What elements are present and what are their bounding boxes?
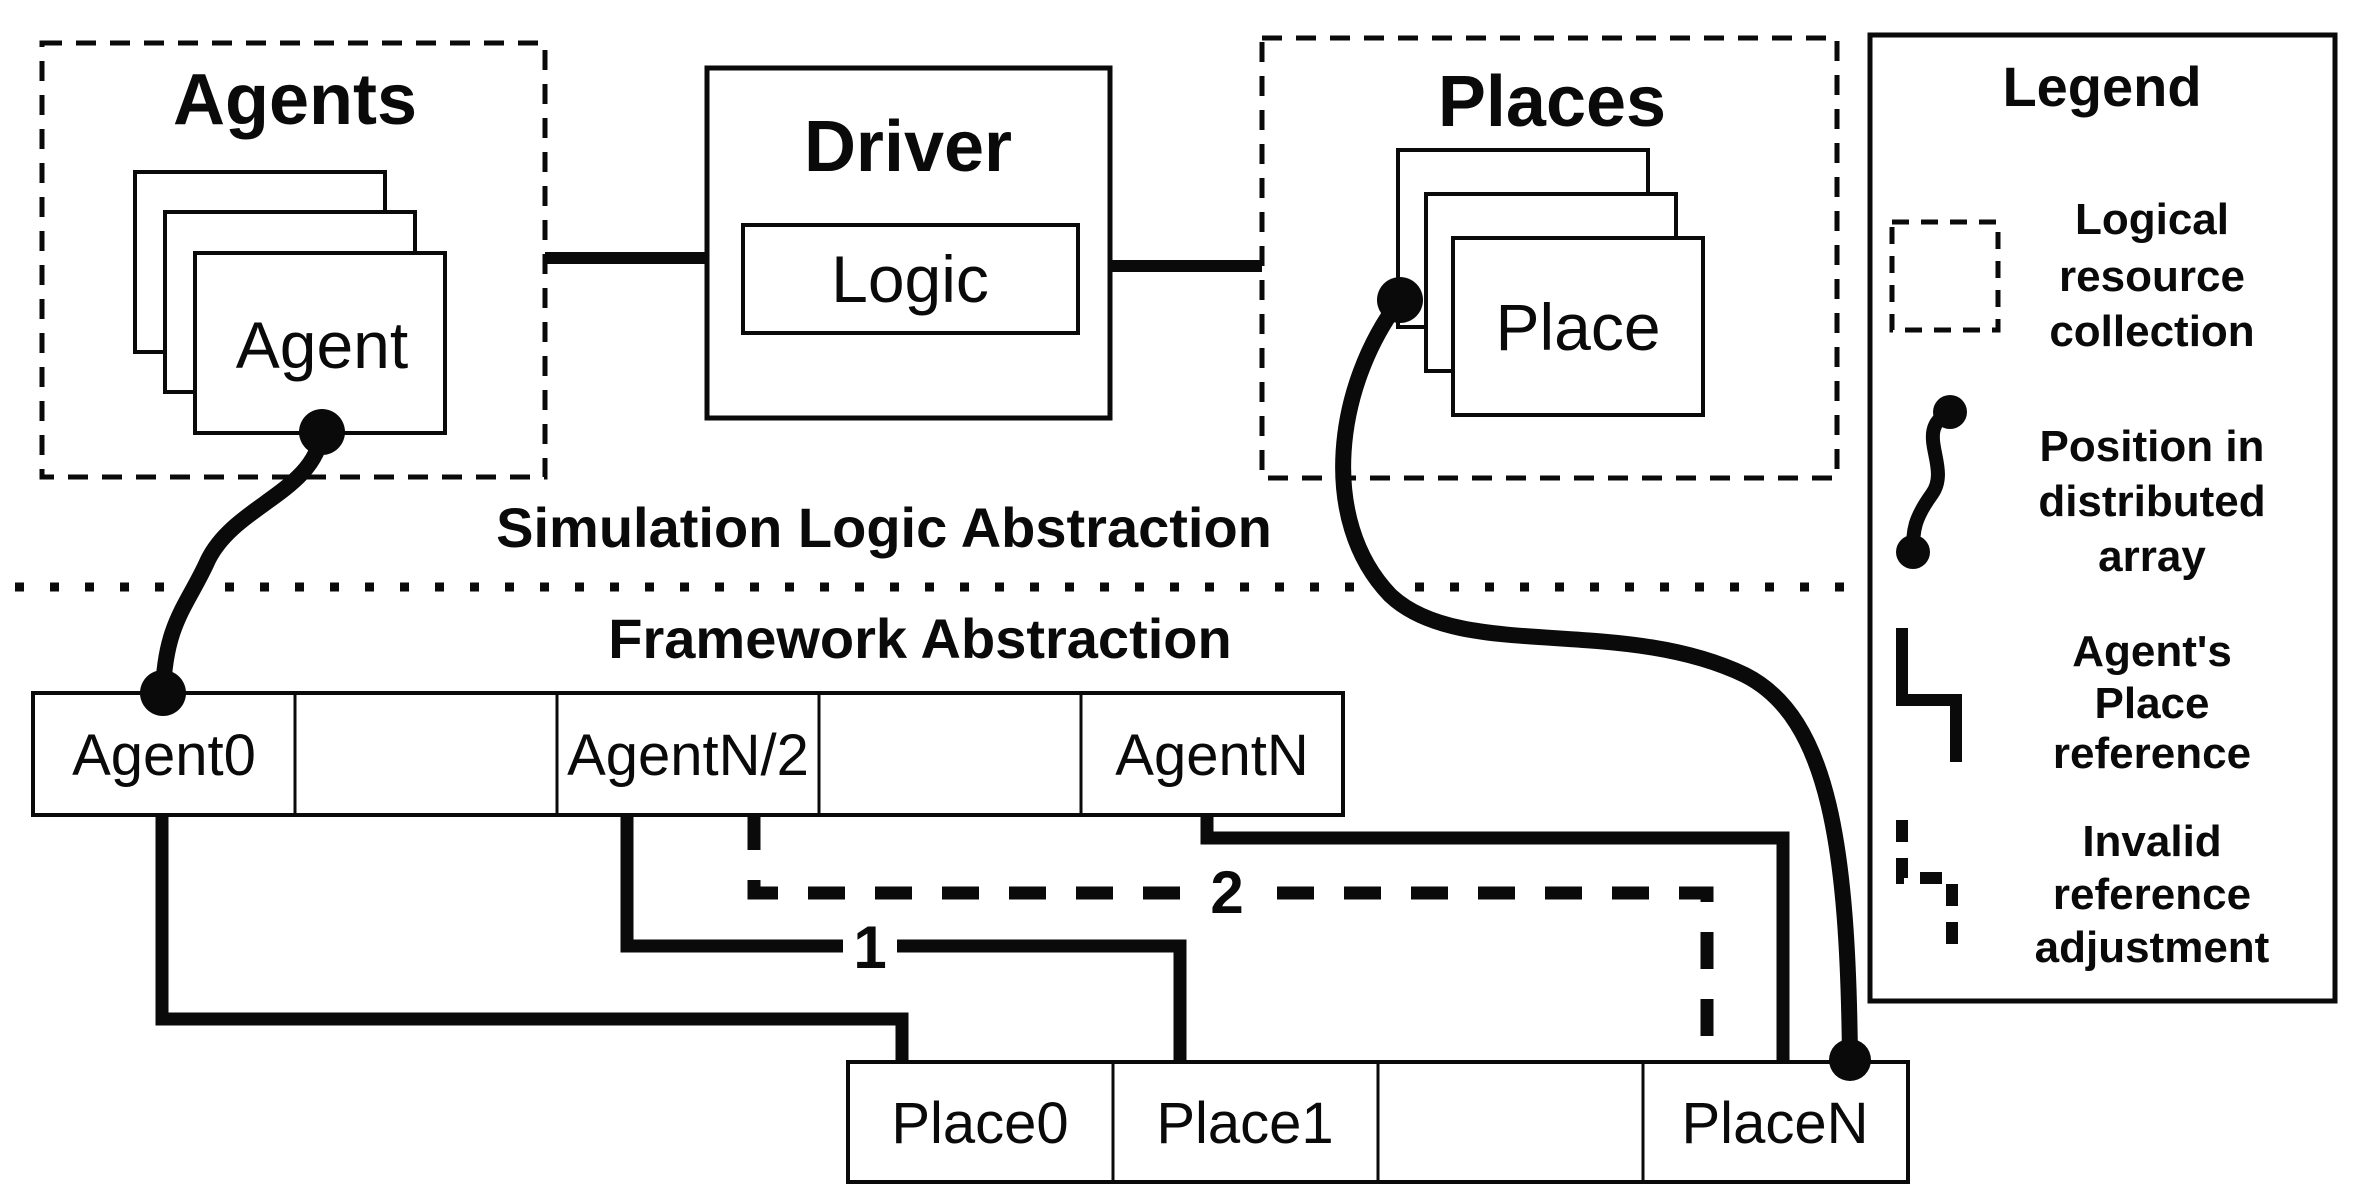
agent-card-label: Agent bbox=[236, 308, 408, 382]
legend-entry-logical-resource-collection: Logical resource collection bbox=[1889, 195, 2255, 356]
legend-entry-label: Logical bbox=[2075, 195, 2229, 244]
upper-layer-title: Simulation Logic Abstraction bbox=[496, 496, 1272, 559]
reference-step-1-label: 1 bbox=[853, 914, 886, 981]
legend-entry-label: Place bbox=[2095, 679, 2210, 728]
place-array-cell-placen: PlaceN bbox=[1682, 1091, 1869, 1156]
agent-to-agent0-curve bbox=[155, 424, 330, 701]
legend-entry-invalid-reference-adjustment: Invalid reference adjustment bbox=[1896, 817, 2270, 972]
legend-entry-label: collection bbox=[2049, 307, 2254, 356]
legend-entry-label: Invalid bbox=[2082, 817, 2221, 866]
agent-array-cell-agentn: AgentN bbox=[1115, 723, 1308, 788]
legend-entry-agents-place-reference: Agent's Place reference bbox=[1896, 627, 2251, 778]
lower-layer-title: Framework Abstraction bbox=[608, 607, 1231, 670]
agentn-place-reference-line bbox=[1200, 813, 1790, 1070]
array-position-curves bbox=[140, 277, 1871, 1081]
agent-array-cell-agentn2: AgentN/2 bbox=[567, 723, 809, 788]
place-card-label: Place bbox=[1495, 290, 1660, 364]
places-collection-boundary bbox=[1259, 35, 1840, 481]
place-card-anchor-dot bbox=[1377, 277, 1423, 323]
legend-entry-label: Agent's bbox=[2072, 627, 2232, 676]
invalid-reference-icon bbox=[1896, 820, 1958, 958]
logic-label: Logic bbox=[831, 242, 989, 316]
agent0-place-reference-line bbox=[155, 813, 909, 1070]
agents-collection: Agents Agent bbox=[39, 40, 548, 480]
position-curve-icon-dot-bottom bbox=[1896, 535, 1930, 569]
places-collection: Places Place bbox=[1259, 35, 1840, 481]
place-reference-icon bbox=[1896, 628, 1962, 762]
placen-anchor-dot bbox=[1829, 1039, 1871, 1081]
abstraction-layers: Simulation Logic Abstraction Framework A… bbox=[15, 496, 1852, 670]
place-array-cell-place0: Place0 bbox=[891, 1091, 1068, 1156]
driver-title: Driver bbox=[804, 107, 1012, 187]
place-card-front bbox=[1451, 236, 1705, 417]
position-curve-icon-dot-top bbox=[1933, 395, 1967, 429]
legend-entry-position-in-distributed-array: Position in distributed array bbox=[1896, 395, 2266, 581]
places-collection-title: Places bbox=[1438, 62, 1666, 142]
agent-card-anchor-dot bbox=[299, 409, 345, 455]
label-2-mask bbox=[1200, 852, 1254, 934]
place-array: Place0 Place1 PlaceN bbox=[846, 1060, 1910, 1184]
position-curve-icon bbox=[1906, 405, 1957, 559]
legend-entry-label: Position in bbox=[2040, 422, 2265, 471]
legend-entry-label: adjustment bbox=[2035, 923, 2270, 972]
driver-box: Driver Logic bbox=[545, 65, 1262, 421]
legend: Legend Logical resource collection Posit… bbox=[1867, 32, 2338, 1004]
place-array-cell-place1: Place1 bbox=[1156, 1091, 1333, 1156]
place-reference-lines: 1 2 bbox=[155, 813, 1790, 1070]
driver-boundary bbox=[704, 65, 1113, 421]
dashed-collection-icon bbox=[1889, 219, 2001, 333]
logic-box bbox=[741, 223, 1080, 335]
agent-array-boundary bbox=[31, 691, 1345, 817]
agentn2-place-reference-line bbox=[620, 813, 1187, 1070]
legend-entry-label: array bbox=[2098, 532, 2206, 581]
legend-entry-label: distributed bbox=[2038, 477, 2265, 526]
place-to-placen-curve bbox=[1335, 292, 1858, 1068]
legend-entry-label: reference bbox=[2053, 729, 2251, 778]
agent-array: Agent0 AgentN/2 AgentN bbox=[31, 691, 1345, 817]
legend-entry-label: reference bbox=[2053, 870, 2251, 919]
agents-collection-title: Agents bbox=[173, 60, 417, 140]
label-1-mask bbox=[843, 900, 897, 988]
legend-boundary bbox=[1867, 32, 2338, 1004]
legend-entry-label: resource bbox=[2059, 252, 2245, 301]
legend-title: Legend bbox=[2002, 55, 2201, 118]
agent0-anchor-dot bbox=[140, 670, 186, 716]
agent-array-cell-agent0: Agent0 bbox=[72, 723, 256, 788]
reference-step-2-label: 2 bbox=[1210, 859, 1243, 926]
